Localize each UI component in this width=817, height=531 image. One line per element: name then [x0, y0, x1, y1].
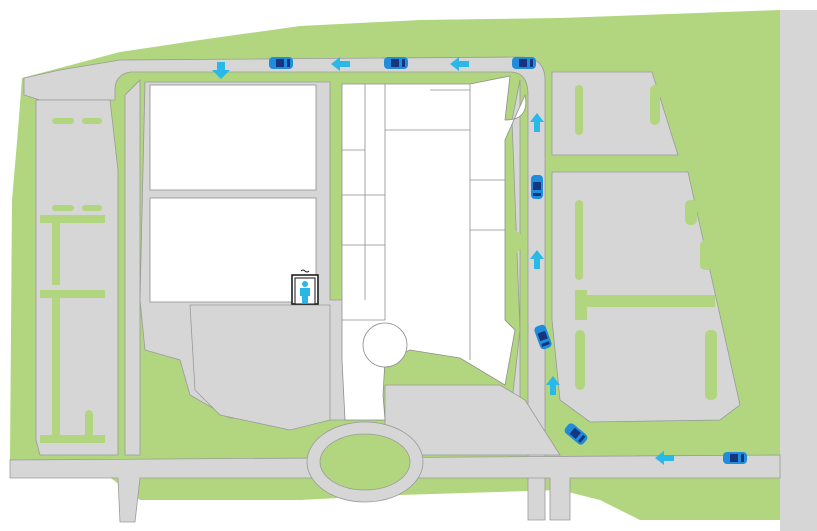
direction-arrow-icon — [546, 376, 560, 395]
direction-arrow-icon — [212, 62, 230, 79]
direction-arrow-icon — [530, 250, 544, 269]
direction-arrow-icon — [530, 113, 544, 132]
car-icon — [564, 423, 588, 445]
right-street — [780, 10, 817, 531]
south-parking — [189, 304, 331, 431]
car-icon — [512, 57, 536, 69]
left-parking-lot — [35, 99, 119, 456]
building-north-west — [149, 84, 317, 191]
building-west — [149, 197, 317, 303]
car-icon — [269, 57, 293, 69]
car-icon — [534, 324, 552, 350]
right-parking-lot-upper — [551, 71, 679, 156]
bottom-road — [9, 454, 781, 523]
car-icon — [723, 452, 747, 464]
car-icon — [384, 57, 408, 69]
direction-arrow-icon — [450, 57, 469, 71]
mall-inner-lines — [342, 84, 505, 360]
direction-arrow-icon — [655, 451, 674, 465]
mall-rotunda — [362, 322, 408, 368]
left-road — [124, 79, 141, 456]
car-icon — [531, 175, 543, 199]
elevator-icon[interactable] — [291, 269, 319, 305]
oval-lawn — [319, 433, 411, 491]
direction-arrow-icon — [331, 57, 350, 71]
grass-islands — [40, 85, 717, 443]
